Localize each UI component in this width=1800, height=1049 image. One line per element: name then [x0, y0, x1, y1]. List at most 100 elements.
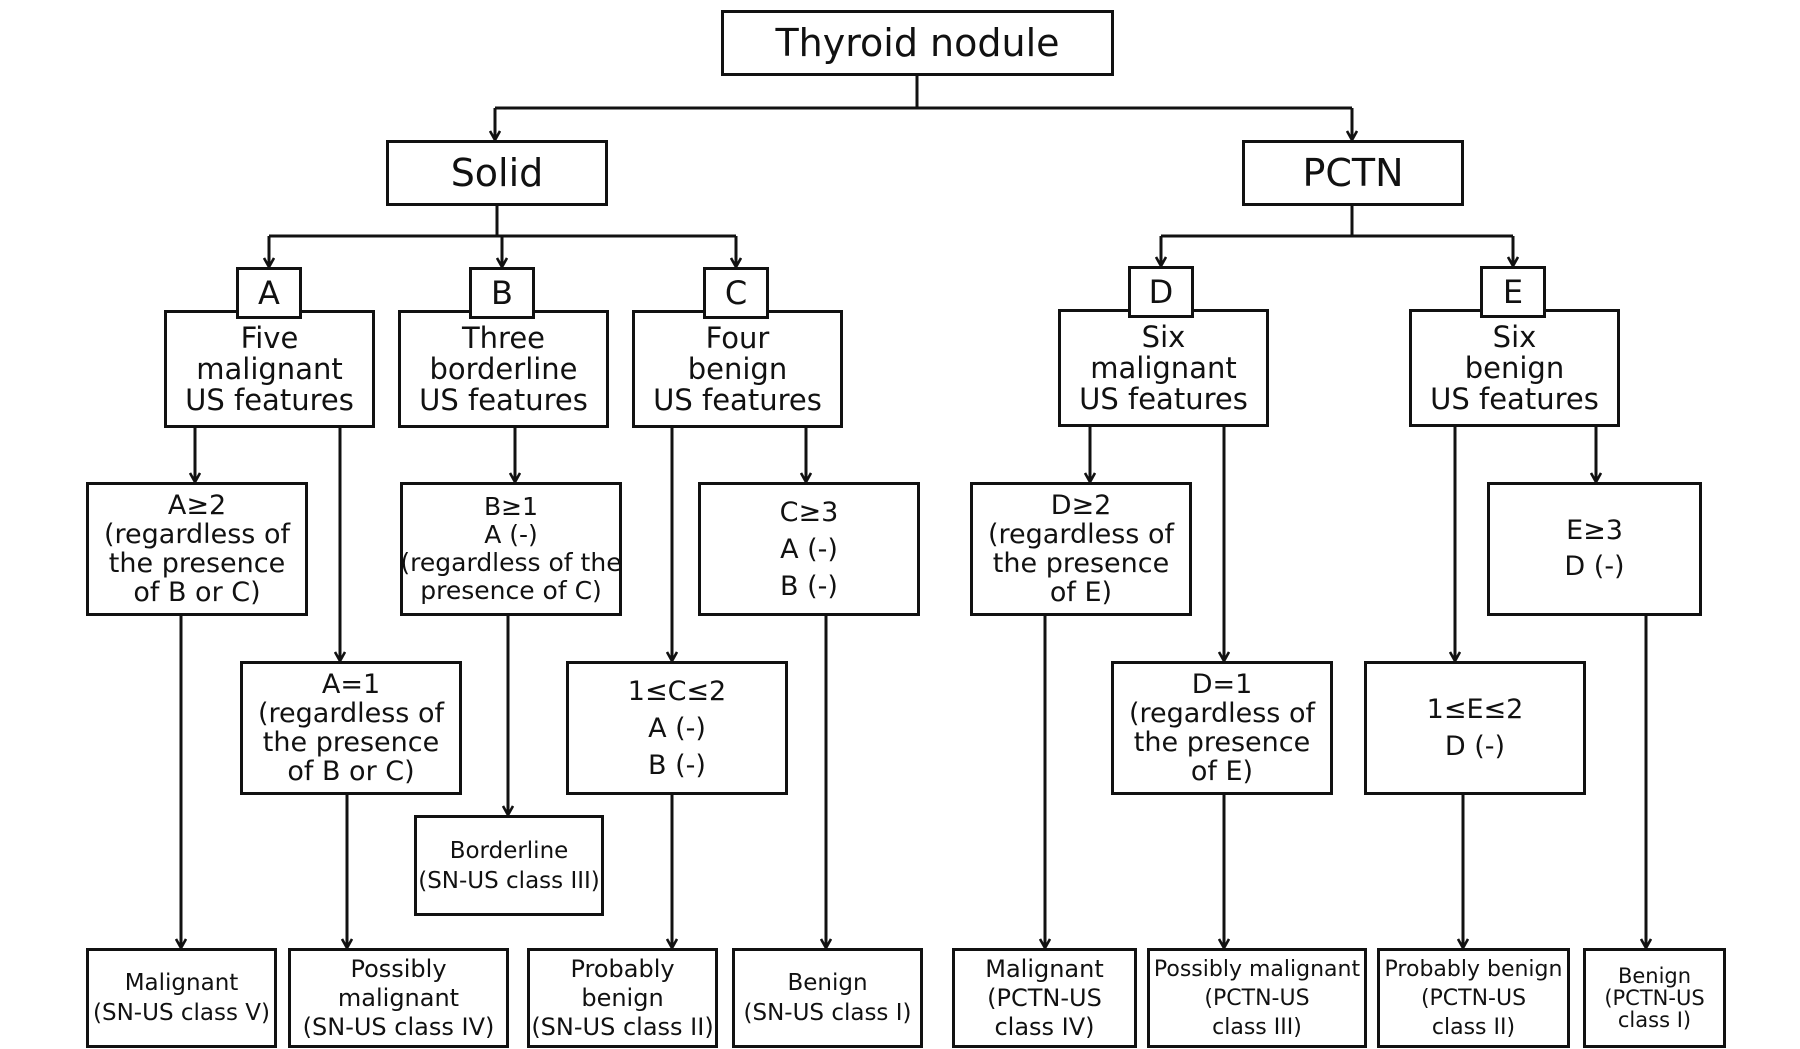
node-text: US features	[1079, 381, 1248, 416]
node-text: (PCTN-US	[1604, 986, 1705, 1010]
node-borderline: Borderline (SN-US class III)	[414, 815, 604, 916]
node-text: of B or C)	[133, 577, 261, 608]
node-solid: Solid	[386, 140, 608, 206]
node-text: B (-)	[780, 570, 838, 602]
node-text: malignant	[1090, 350, 1237, 385]
node-text: E	[1502, 272, 1524, 311]
node-tag-b: B	[469, 267, 535, 319]
node-text: A (-)	[648, 712, 706, 744]
node-text: class I)	[1617, 1008, 1692, 1032]
node-text: A	[258, 273, 280, 312]
node-text: Borderline	[449, 837, 569, 864]
node-text: (regardless of	[1129, 698, 1315, 729]
node-text: Probably benign	[1384, 956, 1563, 982]
node-text: (PCTN-US	[1420, 985, 1527, 1011]
node-text: benign	[1464, 350, 1565, 385]
node-text: Solid	[450, 151, 544, 195]
node-text: of B or C)	[287, 756, 415, 787]
node-tag-c: C	[703, 267, 769, 319]
node-text: (SN-US class II)	[531, 1012, 714, 1041]
node-text: US features	[1430, 381, 1599, 416]
node-text: (regardless of the	[400, 548, 622, 577]
node-text: presence of C)	[420, 576, 602, 605]
node-text: A=1	[321, 669, 381, 700]
node-text: D	[1148, 272, 1174, 311]
node-text: (regardless of	[258, 698, 444, 729]
node-text: A (-)	[780, 533, 838, 565]
node-text: (SN-US class V)	[93, 1000, 270, 1026]
node-text: borderline	[429, 351, 578, 386]
node-text: of E)	[1190, 756, 1254, 787]
node-out1: Malignant (SN-US class V)	[86, 948, 277, 1048]
node-text: class III)	[1212, 1014, 1302, 1040]
node-text: D=1	[1191, 669, 1253, 700]
node-text: US features	[185, 382, 354, 417]
node-text: D (-)	[1444, 731, 1506, 762]
node-text: the presence	[262, 727, 440, 758]
node-text: A (-)	[484, 520, 538, 549]
node-text: Malignant	[124, 970, 239, 996]
node-text: D (-)	[1564, 551, 1625, 582]
node-text: Malignant	[985, 954, 1104, 983]
node-text: (PCTN-US	[987, 983, 1102, 1012]
node-text: Six	[1492, 319, 1537, 354]
node-text: malignant	[337, 983, 460, 1012]
node-out6: Possibly malignant (PCTN-US class III)	[1147, 948, 1367, 1048]
node-root: Thyroid nodule	[721, 10, 1114, 76]
node-text: (PCTN-US	[1204, 985, 1310, 1011]
node-text: (SN-US class I)	[743, 1000, 912, 1026]
node-text: the presence	[1133, 727, 1311, 758]
node-tag-d: D	[1128, 266, 1194, 318]
node-text: B	[491, 273, 513, 312]
node-tag-e: E	[1480, 266, 1546, 318]
node-text: PCTN	[1302, 151, 1404, 195]
node-text: E≥3	[1566, 515, 1623, 546]
node-text: C	[724, 273, 748, 312]
node-text: 1≤C≤2	[627, 675, 727, 707]
node-text: Thyroid nodule	[775, 21, 1060, 65]
node-text: class II)	[1431, 1014, 1516, 1040]
node-text: Six	[1141, 319, 1186, 354]
node-text: C≥3	[779, 496, 839, 528]
node-cond-e3: E≥3 D (-)	[1487, 482, 1702, 616]
node-text: (regardless of	[988, 519, 1174, 550]
node-text: Possibly malignant	[1153, 956, 1361, 982]
node-text: B≥1	[483, 492, 538, 521]
node-text: Benign	[787, 970, 868, 996]
node-text: Possibly	[350, 954, 447, 983]
node-text: the presence	[108, 548, 286, 579]
node-text: (regardless of	[104, 519, 290, 550]
node-text: the presence	[992, 548, 1170, 579]
node-text: Three	[461, 320, 546, 355]
node-text: US features	[653, 382, 822, 417]
node-text: malignant	[196, 351, 343, 386]
node-text: (SN-US class III)	[418, 867, 600, 894]
node-pctn: PCTN	[1242, 140, 1464, 206]
node-text: class IV)	[994, 1012, 1095, 1041]
node-out4: Benign (SN-US class I)	[732, 948, 923, 1048]
node-text: D≥2	[1050, 490, 1112, 521]
node-text: Five	[240, 320, 299, 355]
node-out7: Probably benign (PCTN-US class II)	[1377, 948, 1570, 1048]
node-text: benign	[581, 983, 664, 1012]
node-text: Probably	[570, 954, 675, 983]
node-cond-c3: C≥3 A (-) B (-)	[698, 482, 920, 616]
node-text: of E)	[1049, 577, 1113, 608]
node-text: (SN-US class IV)	[302, 1012, 495, 1041]
